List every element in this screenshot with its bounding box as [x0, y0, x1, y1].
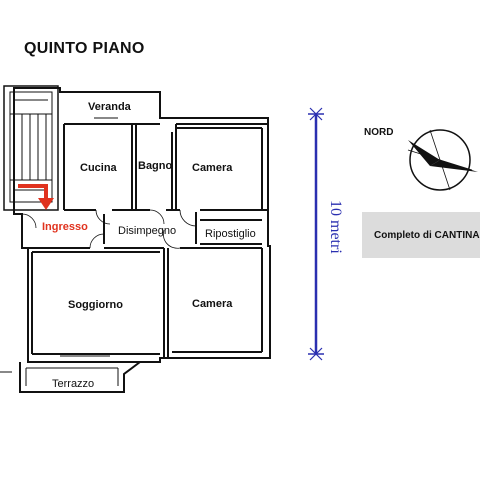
plan-title: QUINTO PIANO	[24, 40, 145, 57]
compass-label: NORD	[364, 127, 393, 138]
room-label-bagno: Bagno	[138, 160, 173, 172]
entrance-arrow	[18, 184, 54, 210]
room-label-cucina: Cucina	[80, 162, 118, 174]
room-label-ingresso: Ingresso	[42, 221, 88, 233]
room-label-camera-2: Camera	[192, 298, 233, 310]
cantina-note: Completo di CANTINA	[362, 212, 480, 258]
door-swings	[21, 209, 197, 249]
room-label-soggiorno: Soggiorno	[68, 299, 123, 311]
room-label-terrazzo: Terrazzo	[52, 378, 94, 390]
scale-label: 10 metri	[327, 200, 344, 254]
compass-icon: NORD	[364, 127, 478, 191]
room-label-camera-1: Camera	[192, 162, 233, 174]
room-label-ripostiglio: Ripostiglio	[205, 228, 256, 240]
room-label-veranda: Veranda	[88, 101, 132, 113]
room-label-disimpegno: Disimpegno	[118, 225, 176, 237]
scale-bar: 10 metri	[308, 107, 344, 361]
window-marks	[60, 117, 271, 359]
